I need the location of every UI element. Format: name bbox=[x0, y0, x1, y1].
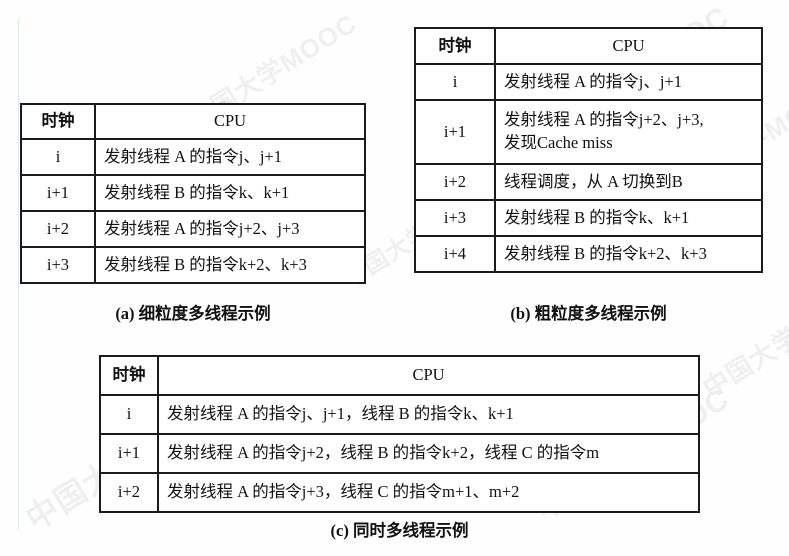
page-margin-rule bbox=[18, 18, 19, 530]
clock-cell: i+2 bbox=[414, 163, 496, 201]
cpu-cell: 发射线程 B 的指令k+2、k+3 bbox=[494, 235, 763, 273]
caption-b: (b) 粗粒度多线程示例 bbox=[510, 304, 667, 323]
coarse-grained-multithreading-table: 时钟 CPU i 发射线程 A 的指令j、j+1 i+1 发射线程 A 的指令j… bbox=[414, 27, 763, 273]
table-row: i 发射线程 A 的指令j、j+1 bbox=[20, 138, 366, 176]
table-row: i+3 发射线程 B 的指令k、k+1 bbox=[414, 199, 763, 237]
column-header-cpu: CPU bbox=[157, 355, 700, 396]
table-row: i+2 线程调度，从 A 切换到B bbox=[414, 163, 763, 201]
clock-cell: i+3 bbox=[414, 199, 496, 237]
clock-cell: i+4 bbox=[414, 235, 496, 273]
column-header-cpu: CPU bbox=[94, 103, 366, 140]
clock-cell: i bbox=[20, 138, 96, 176]
clock-cell: i+1 bbox=[99, 433, 159, 474]
cpu-cell: 发射线程 B 的指令k、k+1 bbox=[494, 199, 763, 237]
cpu-cell: 发射线程 B 的指令k、k+1 bbox=[94, 174, 366, 212]
clock-cell: i bbox=[414, 63, 496, 101]
cpu-cell: 线程调度，从 A 切换到B bbox=[494, 163, 763, 201]
clock-cell: i+3 bbox=[20, 246, 96, 284]
column-header-cpu: CPU bbox=[494, 27, 763, 65]
table-row: i 发射线程 A 的指令j、j+1 bbox=[414, 63, 763, 101]
table-row: i+2 发射线程 A 的指令j+2、j+3 bbox=[20, 210, 366, 248]
cpu-cell: 发射线程 A 的指令j、j+1 bbox=[494, 63, 763, 101]
fine-grained-multithreading-table: 时钟 CPU i 发射线程 A 的指令j、j+1 i+1 发射线程 B 的指令k… bbox=[20, 103, 366, 284]
table-row: i+1 发射线程 A 的指令j+2、j+3, 发现Cache miss bbox=[414, 99, 763, 165]
clock-cell: i+2 bbox=[20, 210, 96, 248]
caption-c: (c) 同时多线程示例 bbox=[330, 521, 469, 540]
cpu-cell: 发射线程 A 的指令j+2、j+3, 发现Cache miss bbox=[494, 99, 763, 165]
table-header-row: 时钟 CPU bbox=[20, 103, 366, 140]
clock-cell: i bbox=[99, 394, 159, 435]
clock-cell: i+1 bbox=[20, 174, 96, 212]
table-row: i+2 发射线程 A 的指令j+3，线程 C 的指令m+1、m+2 bbox=[99, 472, 700, 513]
cpu-cell: 发射线程 A 的指令j+3，线程 C 的指令m+1、m+2 bbox=[157, 472, 700, 513]
clock-cell: i+1 bbox=[414, 99, 496, 165]
cpu-cell-line-1: 发射线程 A 的指令j+2、j+3, bbox=[504, 110, 704, 130]
clock-cell: i+2 bbox=[99, 472, 159, 513]
table-row: i+3 发射线程 B 的指令k+2、k+3 bbox=[20, 246, 366, 284]
table-row: i+4 发射线程 B 的指令k+2、k+3 bbox=[414, 235, 763, 273]
simultaneous-multithreading-table: 时钟 CPU i 发射线程 A 的指令j、j+1，线程 B 的指令k、k+1 i… bbox=[99, 355, 700, 513]
cpu-cell: 发射线程 A 的指令j+2、j+3 bbox=[94, 210, 366, 248]
table-row: i 发射线程 A 的指令j、j+1，线程 B 的指令k、k+1 bbox=[99, 394, 700, 435]
table-header-row: 时钟 CPU bbox=[414, 27, 763, 65]
cpu-cell: 发射线程 A 的指令j+2，线程 B 的指令k+2，线程 C 的指令m bbox=[157, 433, 700, 474]
table-header-row: 时钟 CPU bbox=[99, 355, 700, 396]
cpu-cell: 发射线程 A 的指令j、j+1，线程 B 的指令k、k+1 bbox=[157, 394, 700, 435]
cpu-cell-line-2: 发现Cache miss bbox=[504, 133, 613, 152]
cpu-cell: 发射线程 B 的指令k+2、k+3 bbox=[94, 246, 366, 284]
column-header-clock: 时钟 bbox=[99, 355, 159, 396]
column-header-clock: 时钟 bbox=[414, 27, 496, 65]
caption-a: (a) 细粒度多线程示例 bbox=[115, 304, 271, 323]
cpu-cell: 发射线程 A 的指令j、j+1 bbox=[94, 138, 366, 176]
table-row: i+1 发射线程 A 的指令j+2，线程 B 的指令k+2，线程 C 的指令m bbox=[99, 433, 700, 474]
column-header-clock: 时钟 bbox=[20, 103, 96, 140]
table-row: i+1 发射线程 B 的指令k、k+1 bbox=[20, 174, 366, 212]
watermark: 中国大学MOOC bbox=[697, 275, 789, 404]
